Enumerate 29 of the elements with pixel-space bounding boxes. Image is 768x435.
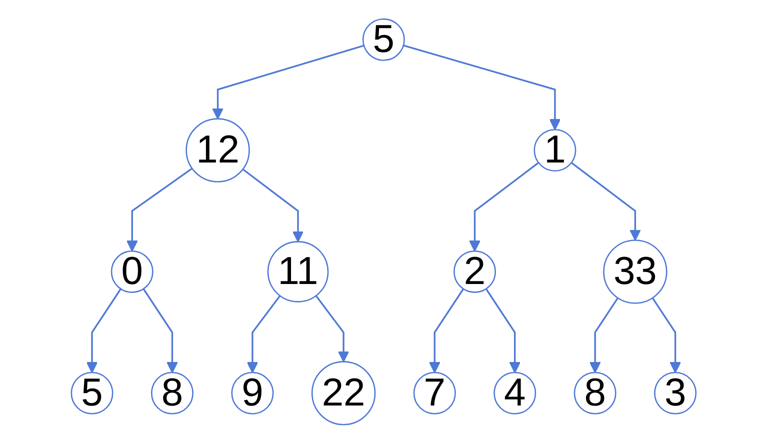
arrow: [316, 295, 350, 362]
node-circle: 5: [362, 18, 406, 61]
arrow: [212, 44, 364, 120]
arrow: [247, 295, 282, 374]
arrow: [652, 297, 682, 374]
arrow: [571, 162, 642, 241]
node-circle: 7: [414, 372, 456, 414]
node-circle: 1: [534, 129, 577, 172]
node-circle: 2: [454, 250, 496, 293]
arrow: [429, 288, 464, 374]
node-circle: 9: [232, 372, 274, 414]
arrow: [242, 168, 304, 242]
node-circle: 11: [268, 241, 329, 302]
node-circle: 8: [151, 372, 194, 414]
node-circle: 5: [71, 372, 114, 414]
node-circle: 0: [111, 250, 154, 293]
arrow: [143, 288, 178, 374]
node-circle: 3: [654, 372, 697, 414]
arrow: [469, 162, 540, 252]
node-circle: 8: [574, 372, 617, 414]
arrow: [486, 288, 521, 374]
arrow: [404, 44, 562, 130]
node-circle: 22: [312, 361, 376, 426]
node-circle: 4: [494, 372, 536, 414]
arrow: [126, 168, 193, 252]
arrow: [86, 288, 122, 374]
arrow: [590, 297, 619, 374]
node-circle: 12: [186, 118, 250, 182]
node-circle: 33: [603, 240, 668, 304]
